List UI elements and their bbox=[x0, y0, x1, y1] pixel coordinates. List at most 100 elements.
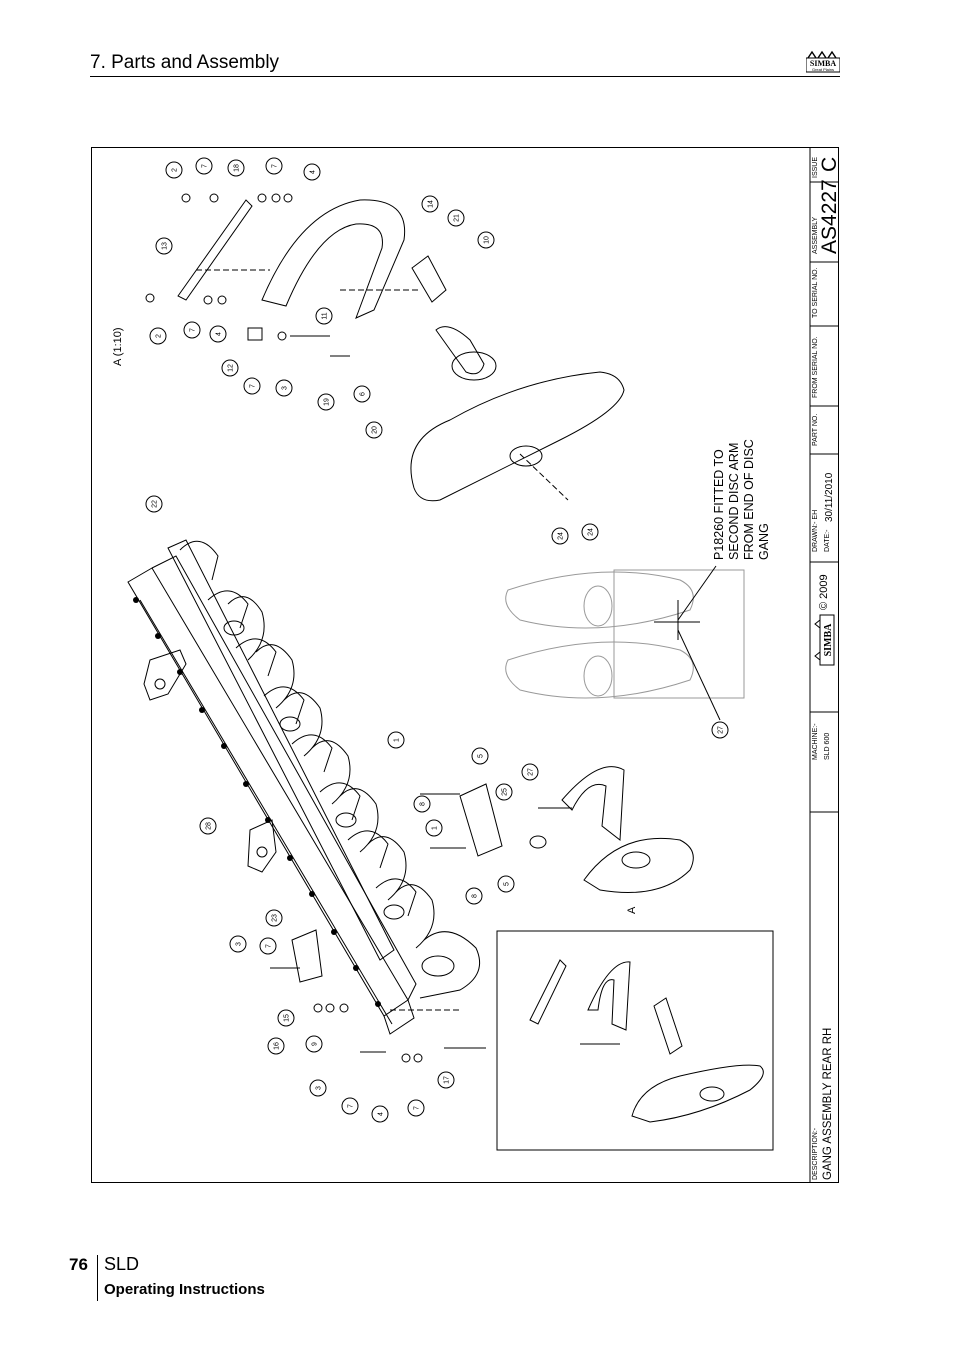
callout-number: 4 bbox=[378, 1112, 385, 1116]
callout-number: 10 bbox=[484, 236, 491, 244]
callout-balloon: 23 bbox=[265, 909, 283, 927]
callout-balloon: 7 bbox=[407, 1099, 425, 1117]
callout-number: 12 bbox=[228, 364, 235, 372]
callout-balloon: 4 bbox=[303, 163, 321, 181]
callout-balloon: 12 bbox=[221, 359, 239, 377]
callout-balloon: 28 bbox=[199, 817, 217, 835]
product-name: SLD bbox=[104, 1254, 140, 1274]
callout-balloon: 3 bbox=[229, 935, 247, 953]
callout-number: 17 bbox=[444, 1076, 451, 1084]
callout-balloon: 11 bbox=[315, 307, 333, 325]
callout-balloon: 16 bbox=[267, 1037, 285, 1055]
machine-label: MACHINE:- bbox=[812, 723, 819, 760]
loose-hardware bbox=[270, 929, 486, 1063]
callout-number: 7 bbox=[190, 328, 197, 332]
drawing-frame bbox=[91, 147, 839, 1183]
callout-number: 21 bbox=[454, 214, 461, 222]
callout-number: 18 bbox=[234, 164, 241, 172]
part-no-label: PART NO. bbox=[812, 413, 819, 446]
section-marker: A bbox=[626, 906, 638, 914]
detail-a-inset bbox=[496, 930, 774, 1151]
callout-balloon: 2 bbox=[165, 161, 183, 179]
callout-number: 7 bbox=[266, 944, 273, 948]
callout-number: 2 bbox=[172, 168, 179, 172]
callout-balloon: 8 bbox=[413, 795, 431, 813]
callout-balloon: 5 bbox=[471, 747, 489, 765]
callout-number: 5 bbox=[504, 882, 511, 886]
callout-number: 22 bbox=[152, 500, 159, 508]
manual-type: Operating Instructions bbox=[104, 1281, 265, 1298]
callout-number: 27 bbox=[528, 768, 535, 776]
header-rule bbox=[90, 76, 840, 77]
callout-balloon: 22 bbox=[145, 495, 163, 513]
callout-number: 3 bbox=[316, 1086, 323, 1090]
to-serial-label: TO SERIAL NO. bbox=[812, 267, 819, 318]
callout-balloon: 7 bbox=[195, 157, 213, 175]
description-label: DESCRIPTION:- bbox=[812, 1127, 819, 1180]
disc-units bbox=[179, 540, 480, 999]
callout-number: 19 bbox=[324, 398, 331, 406]
issue-value: C bbox=[818, 156, 841, 172]
assembly-number: AS4227 bbox=[818, 179, 841, 254]
callout-number: 9 bbox=[312, 1042, 319, 1046]
callout-number: 3 bbox=[282, 386, 289, 390]
callout-number: 14 bbox=[428, 200, 435, 208]
callout-number: 5 bbox=[478, 754, 485, 758]
callout-number: 8 bbox=[420, 802, 427, 806]
callout-number: 25 bbox=[502, 788, 509, 796]
gang-beam bbox=[127, 539, 417, 1035]
callout-balloon: 7 bbox=[183, 321, 201, 339]
date-label: DATE:- bbox=[824, 529, 831, 552]
callout-balloon: 27 bbox=[521, 763, 539, 781]
callout-number: 11 bbox=[322, 312, 329, 319]
callout-number: 7 bbox=[272, 164, 279, 168]
callout-balloon: 1 bbox=[387, 731, 405, 749]
callout-number: 28 bbox=[206, 822, 213, 830]
callout-number: 7 bbox=[250, 384, 257, 388]
section-title: 7. Parts and Assembly bbox=[90, 52, 280, 73]
title-block-grid bbox=[809, 148, 838, 1182]
callout-balloon: 10 bbox=[477, 231, 495, 249]
footer-divider bbox=[97, 1255, 98, 1301]
callout-balloon: 3 bbox=[275, 379, 293, 397]
callout-balloon: 4 bbox=[371, 1105, 389, 1123]
svg-text:SIMBA: SIMBA bbox=[823, 623, 834, 657]
callout-balloon: 24 bbox=[551, 527, 569, 545]
callout-number: 13 bbox=[162, 242, 169, 250]
callout-balloon: 17 bbox=[437, 1071, 455, 1089]
callout-number: 16 bbox=[274, 1042, 281, 1050]
reference-sketch bbox=[505, 565, 745, 721]
side-disc-assembly bbox=[420, 766, 694, 893]
callout-balloon: 8 bbox=[465, 887, 483, 905]
date-value: 30/11/2010 bbox=[824, 472, 835, 522]
callout-balloon: 7 bbox=[243, 377, 261, 395]
callout-number: 2 bbox=[156, 334, 163, 338]
callout-number: 4 bbox=[216, 332, 223, 336]
callout-number: 20 bbox=[372, 426, 379, 434]
callout-balloon: 5 bbox=[497, 875, 515, 893]
callout-number: 7 bbox=[348, 1104, 355, 1108]
callout-balloon: 25 bbox=[495, 783, 513, 801]
callout-balloon: 1 bbox=[425, 819, 443, 837]
svg-text:Great Plains: Great Plains bbox=[812, 67, 834, 72]
callout-balloon: 2 bbox=[149, 327, 167, 345]
callout-balloon: 7 bbox=[265, 157, 283, 175]
callout-number: 8 bbox=[472, 894, 479, 898]
callout-balloon: 19 bbox=[317, 393, 335, 411]
callout-balloon: 13 bbox=[155, 237, 173, 255]
callout-balloon: 3 bbox=[309, 1079, 327, 1097]
view-label: A (1:10) bbox=[112, 327, 124, 366]
callout-balloon: 15 bbox=[277, 1009, 295, 1027]
callout-balloon: 21 bbox=[447, 209, 465, 227]
callout-number: 24 bbox=[558, 532, 565, 540]
callout-number: 3 bbox=[236, 942, 243, 946]
callout-balloon: 27 bbox=[711, 721, 729, 739]
callout-number: 24 bbox=[588, 528, 595, 536]
callout-balloon: 7 bbox=[259, 937, 277, 955]
exploded-arm-view bbox=[145, 193, 625, 502]
simba-title-logo: SIMBA bbox=[814, 614, 835, 666]
callout-balloon: 7 bbox=[341, 1097, 359, 1115]
